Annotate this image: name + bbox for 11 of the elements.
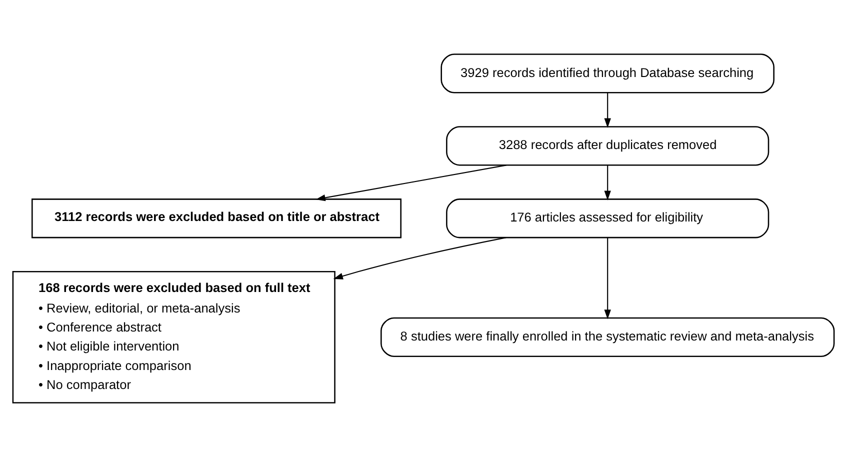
- arrow: [604, 238, 611, 320]
- node-box: 168 records were excluded based on full text • Review, editorial, or meta-analysis • Conference abstract • Not eligible intervention • Inappropriate comparison • No comparator: [12, 271, 336, 404]
- node-box: 3112 records were excluded based on title or abstract: [32, 198, 402, 238]
- arrow: [604, 165, 611, 200]
- node-box: 3288 records after duplicates removed: [446, 126, 770, 166]
- arrow: [604, 93, 611, 128]
- arrow: [333, 237, 506, 280]
- node-box: 3929 records identified through Database searching: [440, 54, 774, 94]
- arrow: [316, 164, 506, 202]
- node-box: 8 studies were finally enrolled in the systematic review and meta-analysis: [380, 317, 835, 358]
- node-box: 176 articles assessed for eligibility: [446, 198, 770, 238]
